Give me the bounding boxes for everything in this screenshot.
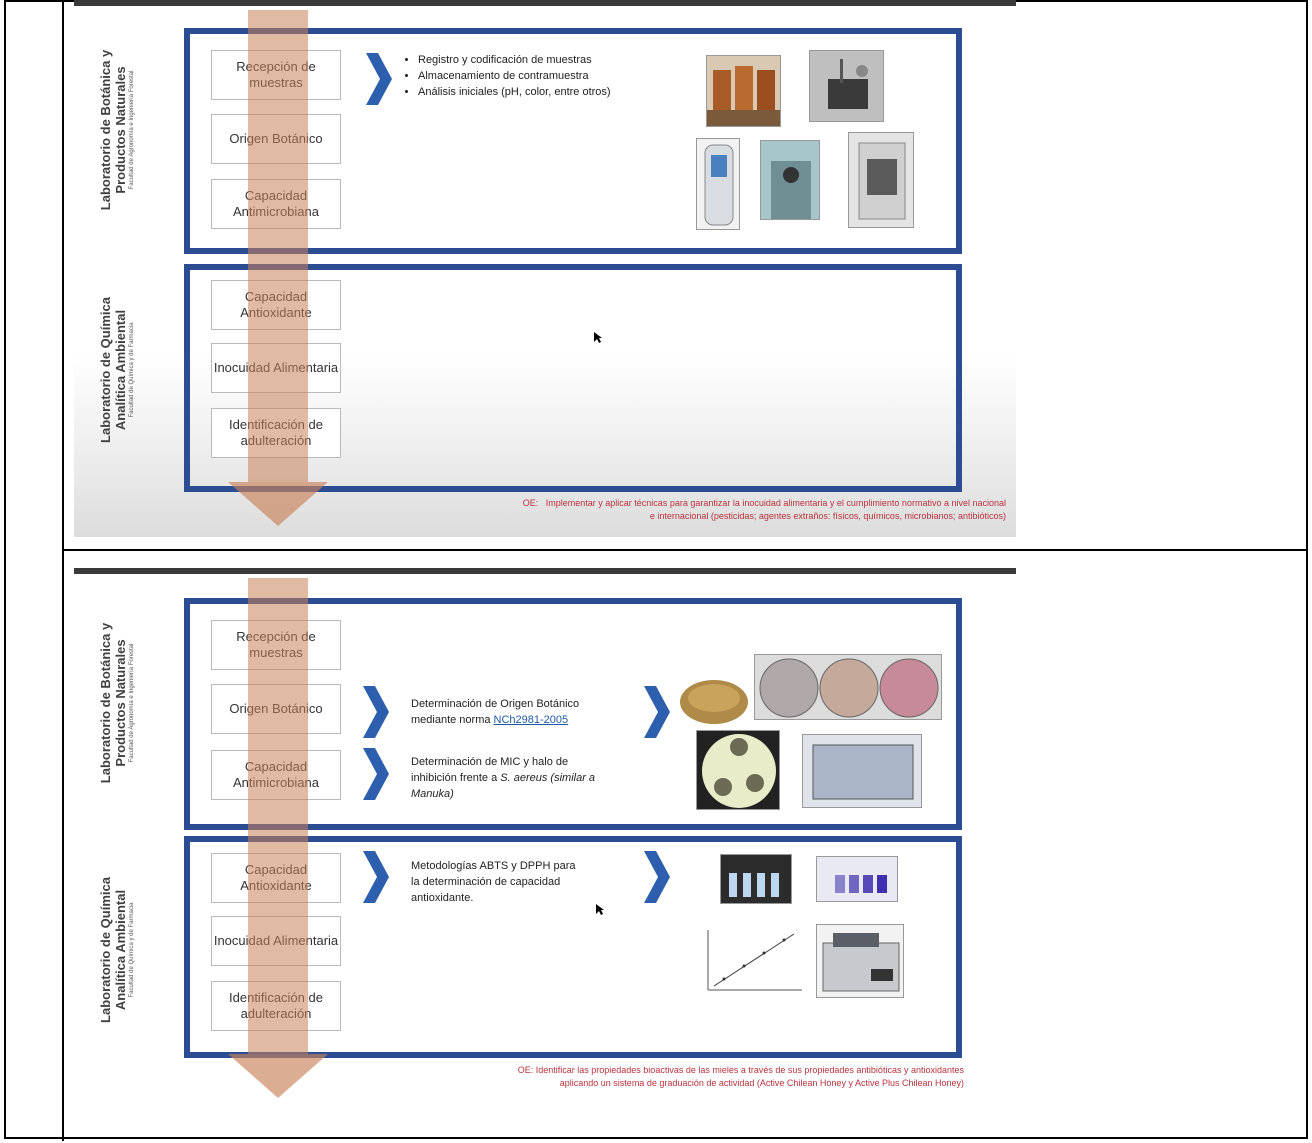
lab-name-line1: Laboratorio de Química <box>98 297 114 443</box>
bullet-item: Almacenamiento de contramuestra <box>418 68 611 84</box>
antioxidant-description: Metodologías ABTS y DPPH para la determi… <box>411 858 651 906</box>
mic-line-2-prefix: inhibición frente a <box>411 772 501 784</box>
origen-description: Determinación de Origen Botánico mediant… <box>411 696 651 728</box>
mic-line-3-italic: Manuka) <box>411 788 454 800</box>
lab-name-line2: Analítica Ambiental <box>113 309 129 431</box>
lab-faculty: Facultad de Química y de Farmacia <box>129 322 136 418</box>
lab-name-line2: Analítica Ambiental <box>113 889 129 1011</box>
colorimeter-photo <box>696 138 740 230</box>
microplate-photo <box>802 734 922 808</box>
antiox-line-1: Metodologías ABTS y DPPH para <box>411 860 576 872</box>
lab-name-line2: Productos Naturales <box>113 66 128 194</box>
origen-line-1: Determinación de Origen Botánico <box>411 698 580 710</box>
mic-description: Determinación de MIC y halo de inhibició… <box>411 754 651 802</box>
chevron-right-icon <box>644 686 670 738</box>
lab-name-line1: Laboratorio de Botánica y <box>98 622 113 784</box>
lab-box-botanica <box>184 598 962 830</box>
slide-2: Laboratorio de Botánica y Productos Natu… <box>74 568 1016 1108</box>
lab-box-quimica <box>184 836 962 1058</box>
pollen-grains-photo <box>680 680 748 724</box>
lab-name-line2: Productos Naturales <box>113 639 128 767</box>
lab-box-botanica <box>184 28 962 254</box>
pollen-microscopy-photo <box>754 654 942 720</box>
lab-faculty: Facultad de Agronomía e Ingeniería Fores… <box>129 70 135 190</box>
ph-meter-photo <box>809 50 884 122</box>
slide-top-bar <box>74 0 1016 6</box>
oe-line-1: OE: Identificar las propiedades bioactiv… <box>517 1065 964 1075</box>
flow-arrow-shaft <box>248 578 308 1054</box>
dpph-samples-photo <box>816 856 898 902</box>
objetivo-especifico: OE: Implementar y aplicar técnicas para … <box>306 497 1006 523</box>
table-column-divider <box>62 0 64 1141</box>
oe-line-2: e internacional (pesticidas; agentes ext… <box>649 511 1006 521</box>
oe-line-2: aplicando un sistema de graduación de ac… <box>559 1078 964 1088</box>
oe-line-1: Implementar y aplicar técnicas para gara… <box>545 498 1006 508</box>
bullet-item: Registro y codificación de muestras <box>418 52 611 68</box>
honey-sample-jars-photo <box>706 55 781 127</box>
lab-label-quimica: Laboratorio de Química Analítica Ambient… <box>82 255 152 485</box>
norma-link[interactable]: NCh2981-2005 <box>493 714 569 726</box>
spectrophotometer-photo <box>816 924 904 998</box>
calibration-curve-graph <box>694 924 806 1002</box>
inhibition-halo-plate-photo <box>696 730 780 810</box>
chevron-right-icon <box>644 851 670 903</box>
chevron-right-icon <box>363 851 389 903</box>
slide-1: Laboratorio de Botánica y Productos Natu… <box>74 0 1016 537</box>
flow-arrow-head <box>228 482 328 526</box>
flow-arrow-shaft <box>248 10 308 482</box>
lab-label-quimica: Laboratorio de Química Analítica Ambient… <box>82 835 152 1065</box>
lab-faculty: Facultad de Agronomía e Ingeniería Fores… <box>129 643 135 763</box>
mic-line-2-italic: S. aereus (similar a <box>500 772 596 784</box>
cuvettes-photo <box>720 854 792 904</box>
chevron-right-icon <box>363 686 389 738</box>
chevron-right-icon <box>363 748 389 800</box>
table-row-divider <box>62 549 1308 551</box>
bullet-item: Análisis iniciales (pH, color, entre otr… <box>418 84 611 100</box>
mic-line-1: Determinación de MIC y halo de <box>411 756 569 768</box>
lab-label-botanica: Laboratorio de Botánica y Productos Natu… <box>82 15 152 245</box>
slide-top-bar <box>74 568 1016 574</box>
lab-workbench-photo <box>760 140 820 220</box>
incubator-photo <box>848 132 914 228</box>
mouse-cursor-icon <box>594 332 602 343</box>
origen-prefix: mediante norma <box>411 714 494 726</box>
chevron-right-icon <box>366 53 392 105</box>
oe-label: OE: <box>522 498 539 508</box>
flow-arrow-head <box>228 1054 328 1098</box>
mouse-cursor-icon <box>596 904 604 915</box>
lab-name-line1: Laboratorio de Química <box>98 877 114 1023</box>
reception-bullet-list: Registro y codificación de muestras Alma… <box>406 52 611 100</box>
lab-faculty: Facultad de Química y de Farmacia <box>129 902 136 998</box>
antiox-line-2: la determinación de capacidad <box>411 876 561 888</box>
lab-label-botanica: Laboratorio de Botánica y Productos Natu… <box>82 588 152 818</box>
objetivo-especifico: OE: Identificar las propiedades bioactiv… <box>264 1064 964 1090</box>
antiox-line-3: antioxidante. <box>411 892 474 904</box>
lab-box-quimica <box>184 264 962 492</box>
lab-name-line1: Laboratorio de Botánica y <box>98 49 113 211</box>
